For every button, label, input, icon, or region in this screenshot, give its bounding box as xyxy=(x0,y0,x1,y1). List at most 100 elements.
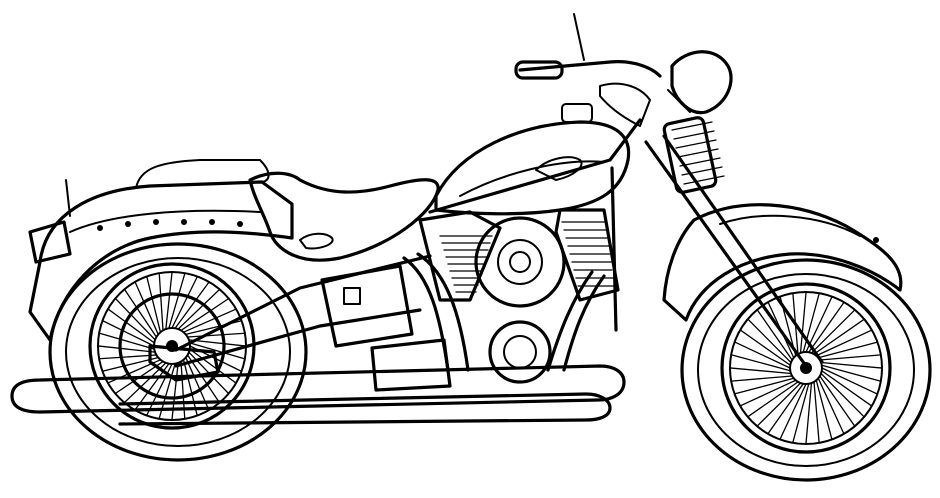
spoke xyxy=(101,319,155,347)
primary-cover-center xyxy=(503,335,537,369)
spoke xyxy=(107,308,155,344)
front-cylinder xyxy=(554,208,620,302)
spoke xyxy=(114,297,156,341)
fender-rivet xyxy=(209,219,215,225)
spoke xyxy=(98,332,155,350)
shroud-rib xyxy=(671,121,713,131)
spoke xyxy=(180,297,230,332)
spoke xyxy=(730,354,791,372)
front-header xyxy=(546,270,594,372)
spoke xyxy=(821,364,882,382)
seat-badge xyxy=(299,232,334,250)
spoke xyxy=(821,367,879,395)
tank-emblem xyxy=(535,156,583,181)
rear-spokes xyxy=(97,271,247,421)
rear-header-outer xyxy=(416,252,470,372)
rear-tire xyxy=(48,242,308,462)
spoke xyxy=(756,382,802,427)
gauge-cluster xyxy=(599,82,651,127)
handlebar-grip xyxy=(514,60,564,80)
front-axle xyxy=(800,362,812,374)
spoke xyxy=(815,329,873,357)
spoke xyxy=(168,272,186,329)
primary-cover xyxy=(488,320,552,384)
spoke xyxy=(177,288,221,330)
exhaust-pipe-upper xyxy=(10,364,626,414)
oil-tank xyxy=(320,264,414,348)
rear-fender xyxy=(28,159,294,342)
frame xyxy=(174,118,642,368)
front-end xyxy=(514,13,903,368)
shroud-rib xyxy=(673,130,715,140)
spoke xyxy=(739,379,797,407)
shroud-rib xyxy=(675,139,717,149)
front-tire-inner xyxy=(697,273,915,467)
rear-rim xyxy=(88,262,256,430)
spoke xyxy=(821,370,873,407)
spoke xyxy=(805,382,813,445)
spoke xyxy=(820,372,865,418)
spoke xyxy=(813,381,820,444)
fuel-tank xyxy=(434,103,631,216)
shroud-rib xyxy=(677,148,719,158)
front-header-outer xyxy=(562,274,606,372)
spoke xyxy=(799,291,807,354)
spoke xyxy=(186,332,246,338)
tail-light xyxy=(28,220,72,264)
shroud-rib xyxy=(681,166,723,176)
fender-rivet xyxy=(873,237,879,243)
air-cleaner-ring xyxy=(497,239,543,285)
spoke xyxy=(134,281,159,336)
spoke xyxy=(813,318,865,355)
fork-tube-right xyxy=(662,134,824,364)
rear-antenna xyxy=(65,179,71,217)
front-rim xyxy=(720,282,892,454)
fork-shroud-ribs xyxy=(671,121,725,185)
spoke xyxy=(146,275,162,333)
air-cleaner xyxy=(474,216,566,308)
air-cleaner-center xyxy=(509,251,531,273)
spoke xyxy=(98,354,158,360)
rear-cylinder xyxy=(418,210,502,302)
spoke xyxy=(733,341,791,369)
swingarm-upper xyxy=(174,254,432,352)
spoke xyxy=(802,292,820,353)
transmission xyxy=(370,338,452,392)
frame-backbone xyxy=(428,118,642,214)
spoke xyxy=(123,288,158,338)
rear-brake-disc xyxy=(118,292,226,400)
mirror-stalk xyxy=(573,13,585,61)
handlebar xyxy=(518,60,662,78)
engine xyxy=(320,208,620,392)
spoke xyxy=(165,271,173,330)
spoke xyxy=(819,354,882,361)
rear-tire-inner xyxy=(65,257,291,447)
exhaust xyxy=(10,252,626,426)
fender-rivet xyxy=(237,221,243,227)
spoke xyxy=(188,339,247,347)
spoke xyxy=(820,361,883,369)
fork-tube-left xyxy=(644,140,808,368)
rear-wheel xyxy=(48,242,308,462)
spoke xyxy=(182,359,198,417)
spoke xyxy=(767,383,804,435)
fender-rivet xyxy=(181,219,187,225)
spoke xyxy=(174,281,210,329)
headlight-mount xyxy=(667,89,691,113)
spoke xyxy=(808,301,845,353)
oil-cap xyxy=(343,287,361,305)
swingarm-lower xyxy=(174,308,422,368)
fender-rivet xyxy=(125,221,131,227)
spoke xyxy=(779,383,807,441)
spoke xyxy=(819,375,856,427)
spoke xyxy=(747,318,792,364)
exhaust-pipe-lower xyxy=(118,392,612,426)
rear-fender-rib xyxy=(69,209,261,233)
shroud-rib xyxy=(683,175,725,185)
front-fender-rib xyxy=(719,214,861,237)
spoke xyxy=(733,377,795,395)
front-wheel xyxy=(680,258,932,482)
spoke xyxy=(810,309,856,354)
